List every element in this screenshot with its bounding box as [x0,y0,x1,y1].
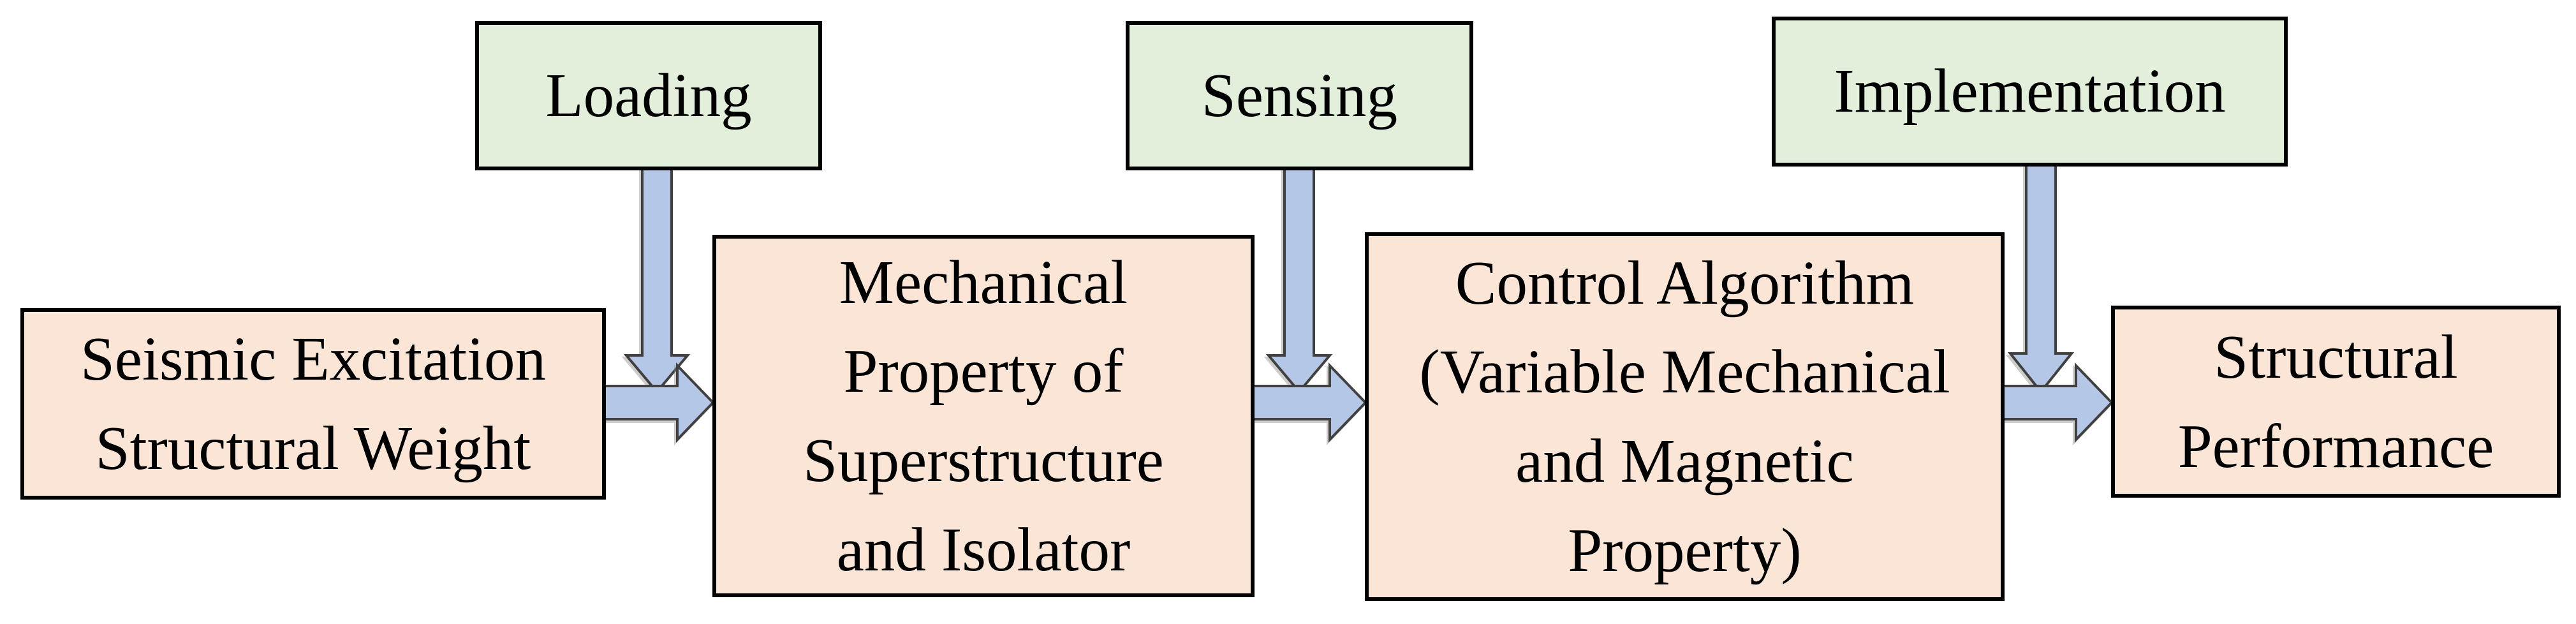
node-seismic-excitation-label: Seismic Excitation Structural Weight [80,325,547,482]
arrow-implementation-down [2007,163,2075,394]
arrow-control-to-structural [2001,362,2114,443]
node-sensing: Sensing [1126,21,1473,170]
arrow-mechanical-to-control [1249,362,1367,443]
node-mechanical-property-label: Mechanical Property of Superstructure an… [803,248,1164,584]
node-implementation: Implementation [1772,17,2288,167]
arrow-seismic-to-mechanical [602,362,715,443]
node-sensing-label: Sensing [1201,61,1398,130]
node-implementation-label: Implementation [1834,57,2226,126]
node-control-algorithm: Control Algorithm (Variable Mechanical a… [1365,232,2005,601]
arrow-loading-down [623,167,691,394]
node-mechanical-property: Mechanical Property of Superstructure an… [712,235,1255,597]
node-loading-label: Loading [545,61,752,130]
node-structural-performance: Structural Performance [2111,306,2561,498]
node-structural-performance-label: Structural Performance [2177,322,2494,480]
node-seismic-excitation: Seismic Excitation Structural Weight [20,308,606,500]
arrow-sensing-down [1265,167,1333,394]
node-control-algorithm-label: Control Algorithm (Variable Mechanical a… [1419,248,1950,584]
node-loading: Loading [475,21,822,170]
